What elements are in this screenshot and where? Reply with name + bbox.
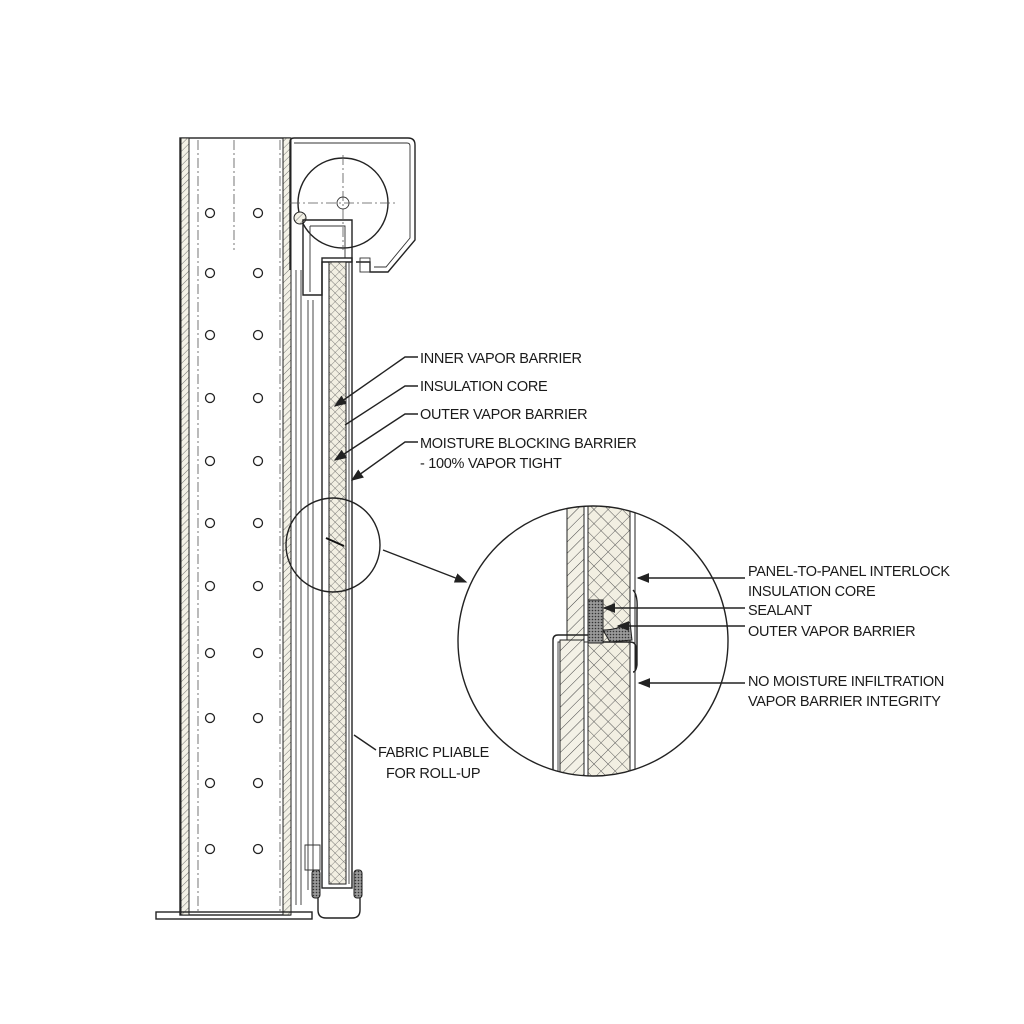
insulated-curtain-panel [304, 257, 363, 919]
fastener-hole [252, 580, 264, 592]
label-integrity: VAPOR BARRIER INTEGRITY [748, 694, 941, 710]
fastener-hole [204, 580, 216, 592]
label-fabric-pliable: FABRIC PLIABLE [378, 745, 490, 761]
fastener-holes [204, 207, 264, 855]
label-outer-vapor-barrier: OUTER VAPOR BARRIER [420, 407, 587, 423]
interlock-detail [457, 505, 729, 777]
label-moisture-barrier: MOISTURE BLOCKING BARRIER [420, 436, 636, 452]
fastener-hole [204, 777, 216, 789]
label-no-moisture: NO MOISTURE INFILTRATION [748, 674, 944, 690]
detail-leader [382, 549, 468, 583]
guide-column [179, 137, 314, 916]
detail-leaders [602, 573, 745, 688]
label-vapor-tight: - 100% VAPOR TIGHT [420, 456, 562, 472]
fastener-hole [204, 455, 216, 467]
fastener-hole [204, 207, 216, 219]
label-interlock: PANEL-TO-PANEL INTERLOCK [748, 564, 950, 580]
fastener-hole [252, 267, 264, 279]
fastener-hole [252, 843, 264, 855]
fastener-hole [204, 329, 216, 341]
bottom-seal [317, 878, 361, 919]
sealant-block [587, 599, 604, 644]
label-insulation-core: INSULATION CORE [420, 379, 548, 395]
fastener-hole [204, 712, 216, 724]
header-housing [289, 137, 416, 296]
main-leaders [333, 356, 418, 751]
fastener-hole [204, 843, 216, 855]
fastener-hole [252, 329, 264, 341]
fastener-hole [252, 647, 264, 659]
fastener-hole [204, 517, 216, 529]
fastener-hole [204, 392, 216, 404]
fastener-hole [252, 712, 264, 724]
fastener-hole [204, 267, 216, 279]
label-detail-insulation-core: INSULATION CORE [748, 584, 876, 600]
fastener-hole [204, 647, 216, 659]
fastener-hole [252, 777, 264, 789]
fastener-hole [252, 455, 264, 467]
label-roll-up: FOR ROLL-UP [386, 766, 480, 782]
label-inner-vapor-barrier: INNER VAPOR BARRIER [420, 351, 582, 367]
base-plate [155, 911, 313, 920]
label-sealant: SEALANT [748, 603, 812, 619]
label-detail-outer-vapor-barrier: OUTER VAPOR BARRIER [748, 624, 915, 640]
detail-marker-circle [285, 497, 381, 593]
fastener-hole [252, 392, 264, 404]
fastener-hole [252, 207, 264, 219]
fastener-hole [252, 517, 264, 529]
